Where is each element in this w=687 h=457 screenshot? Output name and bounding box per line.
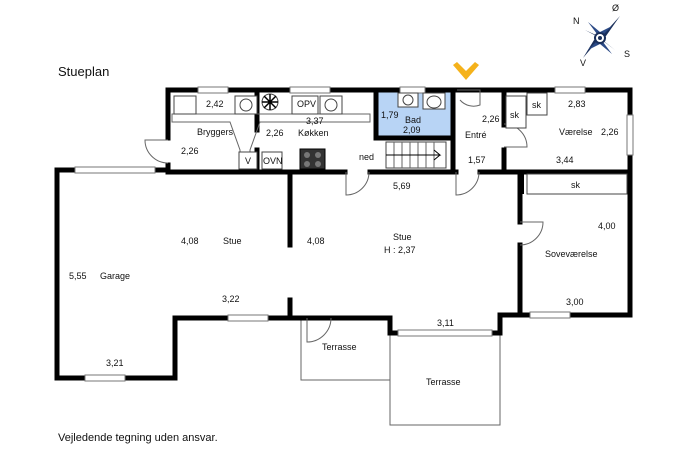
disclaimer: Vejledende tegning uden ansvar. (58, 432, 218, 444)
living-1-height: 4,08 (181, 236, 199, 246)
bath-height: 1,79 (381, 110, 399, 120)
fixtures (171, 92, 628, 195)
compass-v: V (580, 58, 586, 68)
compass-icon (583, 16, 620, 58)
living-2-label: Stue (393, 232, 412, 242)
living-2-width: 3,11 (437, 318, 454, 328)
kitchen-height: 2,26 (266, 128, 284, 138)
entre-width: 2,26 (482, 114, 500, 124)
garage-height: 5,55 (69, 271, 87, 281)
oven-label: OVN (263, 156, 283, 166)
bedroom-height: 4,00 (598, 221, 616, 231)
room-label: Værelse (559, 127, 593, 137)
bryggers-label: Bryggers (197, 127, 234, 137)
fan-icon (261, 93, 279, 111)
walls (54, 87, 633, 381)
compass-s: S (624, 49, 630, 59)
cooktop-icon (299, 148, 326, 170)
closet-label-3: sk (571, 180, 581, 190)
compass-o: Ø (612, 3, 619, 13)
kitchen-label: Køkken (298, 128, 329, 138)
dishwasher-label: V (245, 156, 251, 166)
entre-height: 1,57 (468, 155, 486, 165)
room-depth: 3,44 (556, 155, 574, 165)
bryggers-height: 2,26 (181, 146, 199, 156)
garage-width: 3,21 (106, 358, 124, 368)
living-1-label: Stue (223, 236, 242, 246)
garage-label: Garage (100, 271, 130, 281)
windows (74, 86, 634, 382)
bath-width: 2,09 (403, 125, 421, 135)
opv-label: OPV (297, 99, 316, 109)
compass-n: N (573, 16, 580, 26)
bedroom-width: 3,00 (566, 297, 584, 307)
terrace-2-label: Terrasse (426, 377, 461, 387)
living-2-ceiling: H : 2,37 (384, 245, 416, 255)
room-width: 2,83 (568, 99, 586, 109)
bedroom-label: Soveværelse (545, 249, 598, 259)
terrace-1-label: Terrasse (322, 342, 357, 352)
kitchen-width: 3,37 (306, 116, 324, 126)
entre-label: Entré (465, 130, 487, 140)
closet-label-2: sk (532, 100, 542, 110)
terrace-2-outline (389, 333, 501, 426)
staircase (385, 141, 447, 169)
bath-label: Bad (405, 115, 421, 125)
plan-title: Stueplan (58, 64, 110, 79)
bryggers-width: 2,42 (206, 99, 224, 109)
living-2-height: 4,08 (307, 236, 325, 246)
room-height: 2,26 (601, 127, 619, 137)
stairs-down-label: ned (359, 152, 374, 162)
living-length: 5,69 (393, 181, 411, 191)
living-1-width: 3,22 (222, 294, 240, 304)
entrance-arrow-icon (453, 62, 479, 80)
closet-label-1: sk (510, 110, 520, 120)
